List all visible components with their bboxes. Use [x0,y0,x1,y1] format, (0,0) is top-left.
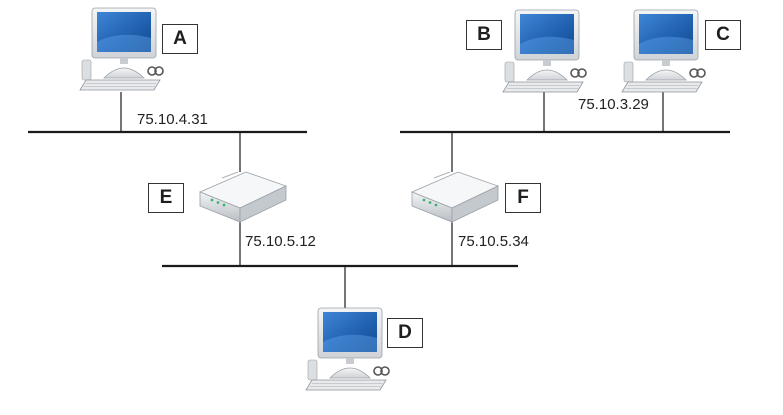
ip-address-e: 75.10.5.12 [245,233,316,250]
node-label-f: F [505,183,541,213]
node-label-e: E [148,183,184,213]
network-links [28,92,730,308]
computer-b-icon [502,9,587,93]
node-label-d: D [387,318,423,348]
node-label-b: B [466,20,502,50]
computer-a-icon [79,7,164,91]
node-label-c: C [705,20,741,50]
ip-address-f: 75.10.5.34 [458,233,529,250]
router-f-icon [411,171,499,223]
ip-address-c: 75.10.3.29 [578,96,649,113]
computer-c-icon [621,9,706,93]
ip-address-a: 75.10.4.31 [137,111,208,128]
computer-d-icon [305,307,390,391]
node-label-a: A [162,24,198,54]
router-e-icon [199,171,287,223]
